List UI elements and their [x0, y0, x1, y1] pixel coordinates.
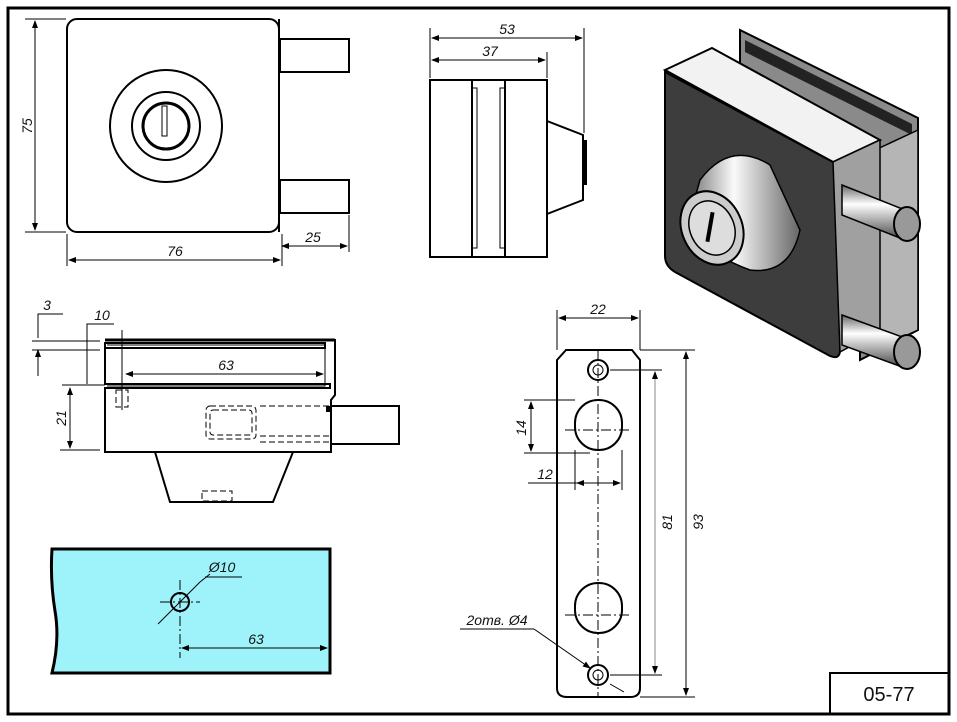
dim-lip: 3: [43, 297, 51, 313]
front-view: 75 76 25: [19, 18, 350, 266]
glass-panel: [49, 547, 332, 675]
drawing-code: 05-77: [863, 684, 914, 706]
dim-hole-height: 14: [513, 420, 529, 436]
isometric-lock-illustration: [662, 28, 921, 370]
bolt-pin-lower: [841, 313, 921, 370]
strike-hole-lower: [574, 582, 623, 634]
cylinder-cone-side: [546, 120, 584, 215]
dim-gap: 10: [94, 307, 110, 323]
bolt-lower: [279, 179, 350, 214]
top-section-view: 63 3 10 21: [32, 297, 400, 503]
title-block: 05-77: [829, 672, 950, 715]
dim-slot-depth: 63: [218, 357, 234, 373]
bolt-upper: [279, 38, 350, 73]
side-view: 53 37: [429, 21, 587, 258]
key-slot-icon: [705, 211, 715, 243]
bolt-pin-upper: [841, 183, 921, 242]
cylinder-outer-ring: [109, 69, 223, 183]
note-mount-holes: 2отв. Ø4: [466, 612, 528, 628]
dim-height: 75: [19, 118, 35, 134]
bolt: [330, 405, 400, 445]
dim-hole-offset: 63: [248, 631, 264, 647]
dim-body-height: 21: [53, 410, 69, 427]
strike-plate-view: 22 14 12 81 93 2отв. Ø4: [460, 301, 706, 698]
dim-bolt: 25: [304, 229, 321, 245]
dim-body-depth: 37: [482, 43, 499, 59]
key-slot-icon: [161, 105, 168, 137]
strike-hole-upper: [574, 399, 623, 451]
dim-plate-width: 22: [589, 301, 606, 317]
dim-hole-width: 12: [537, 466, 553, 482]
dim-hole-spacing: 81: [659, 514, 675, 530]
drawing-frame: [6, 6, 951, 716]
dim-width: 76: [167, 243, 183, 259]
dim-total-height: 93: [690, 514, 706, 530]
dim-total-depth: 53: [499, 21, 515, 37]
glass-panel-cutout: Ø10 63: [49, 547, 332, 675]
dim-hole-diameter: Ø10: [208, 559, 236, 575]
